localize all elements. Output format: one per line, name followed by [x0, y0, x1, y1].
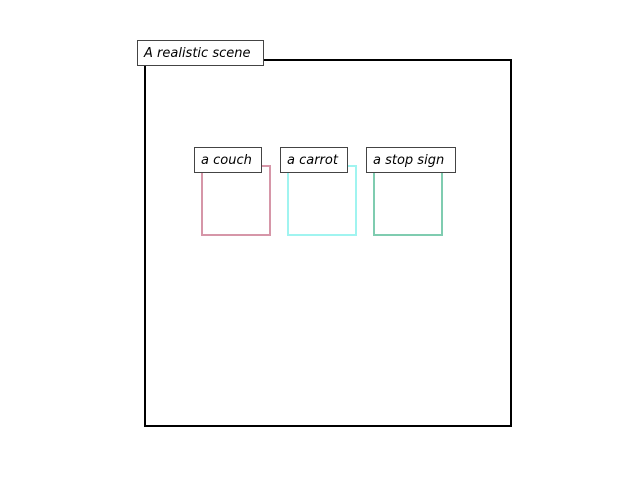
carrot-box: [287, 165, 357, 236]
couch-label: a couch: [194, 147, 262, 173]
stop-sign-box: [373, 165, 443, 236]
couch-box: [201, 165, 271, 236]
scene-frame: [144, 59, 512, 427]
scene-label: A realistic scene: [137, 40, 264, 66]
carrot-label: a carrot: [280, 147, 348, 173]
stop-sign-label: a stop sign: [366, 147, 456, 173]
